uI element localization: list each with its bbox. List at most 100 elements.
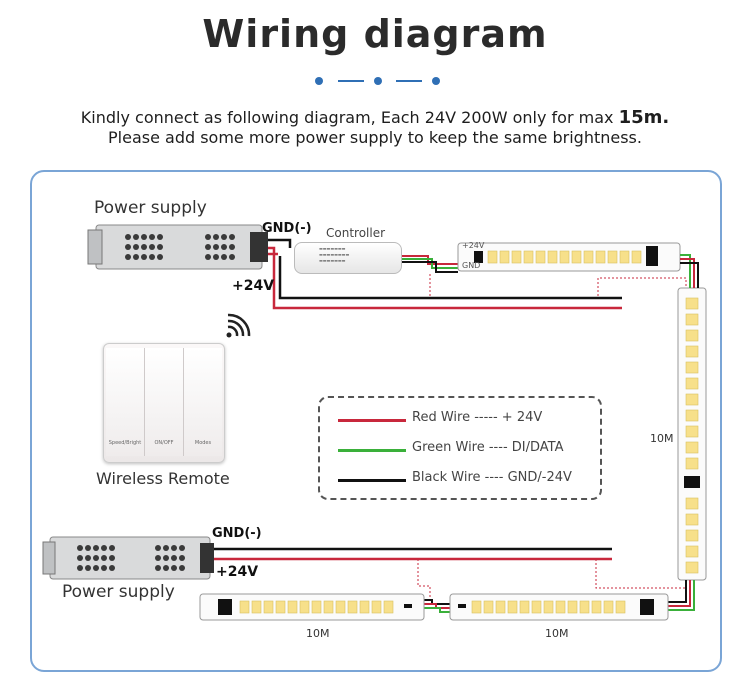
legend-row-green: Green Wire ---- DI/DATA	[338, 440, 598, 460]
led-chip	[591, 600, 602, 614]
remote-key-label: ON/OFF	[154, 440, 174, 446]
led-chip	[535, 250, 546, 264]
remote-key-label: Modes	[194, 440, 212, 446]
remote-key-label: Speed/Bright	[108, 440, 142, 446]
led-chip	[685, 561, 699, 574]
wireless-signal-icon	[226, 313, 251, 338]
length-bottom-right-label: 10M	[545, 627, 569, 640]
black-wire-top-right	[680, 262, 699, 288]
divider-dot	[315, 77, 323, 85]
led-chip	[335, 600, 346, 614]
legend-green-text: Green Wire ---- DI/DATA	[412, 440, 564, 455]
legend-black-line	[338, 479, 406, 482]
wireless-remote: Speed/Bright ON/OFF Modes	[103, 343, 225, 463]
led-chip	[685, 457, 699, 470]
divider-dot	[374, 77, 382, 85]
led-chip	[483, 600, 494, 614]
black-wire-bottom-right	[668, 580, 687, 603]
top-psu-gnd-label: GND(-)	[262, 221, 312, 236]
led-chip	[275, 600, 286, 614]
led-chip	[685, 441, 699, 454]
controller-device: ▬▬▬▬▬▬▬▬▬▬▬▬▬▬▬▬▬▬▬▬▬▬	[294, 242, 402, 274]
black-wire-top-run	[278, 256, 622, 300]
strip-plus-label: +24V	[462, 241, 485, 250]
led-chip	[631, 250, 642, 264]
legend-green-line	[338, 449, 406, 452]
led-chip	[507, 600, 518, 614]
dotted-red-right	[595, 559, 687, 589]
led-chip	[543, 600, 554, 614]
led-chip	[251, 600, 262, 614]
led-chip	[311, 600, 322, 614]
intro-line-1: Kindly connect as following diagram, Eac…	[0, 108, 750, 128]
red-wire-top-right	[680, 258, 695, 288]
led-chip	[531, 600, 542, 614]
red-wire-bottom-right	[668, 580, 691, 607]
led-chip	[619, 250, 630, 264]
intro-max-length: 15m.	[618, 107, 670, 128]
controller-label: Controller	[326, 226, 386, 240]
led-chip	[685, 513, 699, 526]
led-chip	[519, 600, 530, 614]
bottom-psu-label: Power supply	[62, 582, 175, 602]
led-chip	[685, 329, 699, 342]
led-chip	[685, 313, 699, 326]
wire-legend: Red Wire ----- + 24V Green Wire ---- DI/…	[318, 396, 602, 500]
psu-vent-holes	[77, 545, 185, 571]
intro-text: Kindly connect as following diagram, Eac…	[0, 108, 750, 148]
page-title: Wiring diagram	[202, 12, 548, 56]
led-chip	[523, 250, 534, 264]
top-power-supply	[87, 224, 268, 270]
led-chip	[685, 393, 699, 406]
led-chip	[567, 600, 578, 614]
dotted-red-bottom	[417, 559, 431, 600]
led-chip	[579, 600, 590, 614]
led-chip	[559, 250, 570, 264]
green-wire-bottom-right	[668, 580, 695, 611]
top-psu-label: Power supply	[94, 198, 207, 218]
length-right-label: 10M	[650, 432, 674, 445]
led-chip	[359, 600, 370, 614]
led-chip	[487, 250, 498, 264]
intro-line-2: Please add some more power supply to kee…	[108, 128, 642, 147]
led-chip	[603, 600, 614, 614]
led-chip	[547, 250, 558, 264]
led-chip	[263, 600, 274, 614]
green-wire-top-right	[680, 254, 691, 288]
length-bottom-left-label: 10M	[306, 627, 330, 640]
controller-body-print: ▬▬▬▬▬▬▬▬▬▬▬▬▬▬▬▬▬▬▬▬▬▬	[319, 246, 350, 263]
led-chip	[511, 250, 522, 264]
led-chip	[685, 425, 699, 438]
remote-key-onoff: ON/OFF	[145, 348, 184, 456]
top-psu-gnd-wire	[268, 238, 292, 248]
led-chip	[685, 361, 699, 374]
top-psu-pos-label: +24V	[232, 278, 275, 294]
led-chip	[499, 250, 510, 264]
legend-row-black: Black Wire ---- GND/-24V	[338, 470, 598, 490]
led-chip	[685, 497, 699, 510]
red-wire-between-strips	[424, 603, 450, 609]
divider-dot	[432, 77, 440, 85]
led-chip	[615, 600, 626, 614]
remote-key-speed: Speed/Bright	[106, 348, 145, 456]
red-wire-top-run	[268, 246, 622, 310]
strip-minus-label: GND	[462, 261, 481, 270]
led-chip	[239, 600, 250, 614]
remote-key-modes: Modes	[184, 348, 222, 456]
led-chip	[685, 545, 699, 558]
led-chip	[323, 600, 334, 614]
led-chip	[595, 250, 606, 264]
black-wire-between-strips	[424, 599, 450, 605]
led-strip-bottom-left	[199, 593, 425, 621]
legend-row-red: Red Wire ----- + 24V	[338, 410, 598, 430]
legend-red-text: Red Wire ----- + 24V	[412, 410, 543, 425]
psu-vent-holes	[125, 234, 235, 260]
led-chip	[495, 600, 506, 614]
led-chip	[685, 345, 699, 358]
dotted-red-top	[597, 277, 687, 296]
legend-black-text: Black Wire ---- GND/-24V	[412, 470, 572, 485]
led-chip	[583, 250, 594, 264]
green-wire-between-strips	[424, 607, 450, 613]
led-chip	[347, 600, 358, 614]
